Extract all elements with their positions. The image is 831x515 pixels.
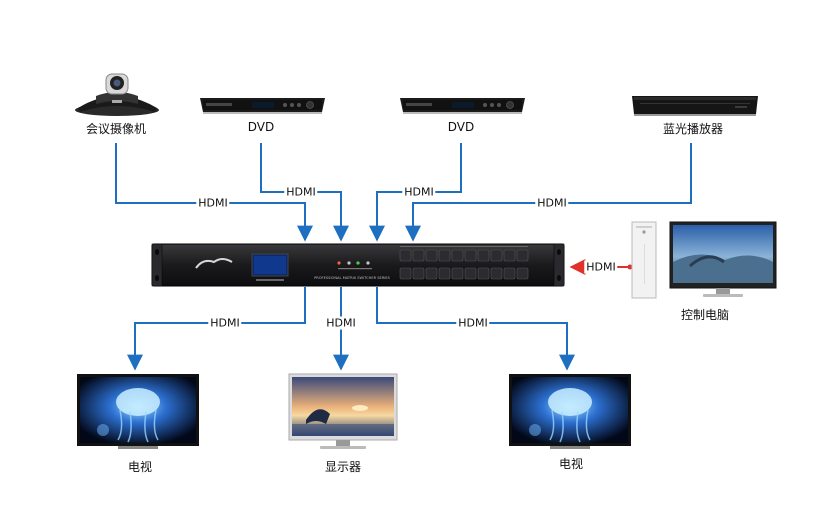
control-pc-label: 控制电脑 [680, 308, 730, 322]
output-label-monitor: 显示器 [324, 460, 362, 474]
monitor-icon [288, 373, 398, 449]
hdmi-label-dvd-1: HDMI [284, 185, 318, 199]
tv-icon [509, 374, 631, 449]
conference-camera-icon [75, 73, 159, 116]
source-label-dvd-1: DVD [247, 120, 275, 134]
output-label-tv-2: 电视 [558, 457, 584, 471]
output-label-tv-1: 电视 [127, 460, 153, 474]
hdmi-label-tv-2: HDMI [456, 316, 490, 330]
source-label-bluray: 蓝光播放器 [662, 122, 724, 136]
hdmi-label-monitor: HDMI [324, 316, 358, 330]
matrix-button-grid [399, 249, 529, 280]
tv-icon [77, 374, 199, 449]
hdmi-label-tv-1: HDMI [208, 316, 242, 330]
source-label-camera: 会议摄像机 [85, 122, 147, 136]
dvd-player-icon [400, 98, 525, 114]
hdmi-label-control: HDMI [584, 260, 618, 274]
hdmi-label-bluray: HDMI [535, 196, 569, 210]
matrix-subtitle: PROFESSIONAL MATRIX SWITCHER SERIES [314, 276, 391, 280]
bluray-player-icon [632, 96, 758, 116]
dvd-player-icon [200, 98, 325, 114]
hdmi-label-camera: HDMI [196, 196, 230, 210]
desktop-computer-icon [631, 221, 777, 299]
matrix-switcher-icon: PROFESSIONAL MATRIX SWITCHER SERIES [151, 243, 565, 287]
source-label-dvd-2: DVD [447, 120, 475, 134]
hdmi-label-dvd-2: HDMI [402, 185, 436, 199]
